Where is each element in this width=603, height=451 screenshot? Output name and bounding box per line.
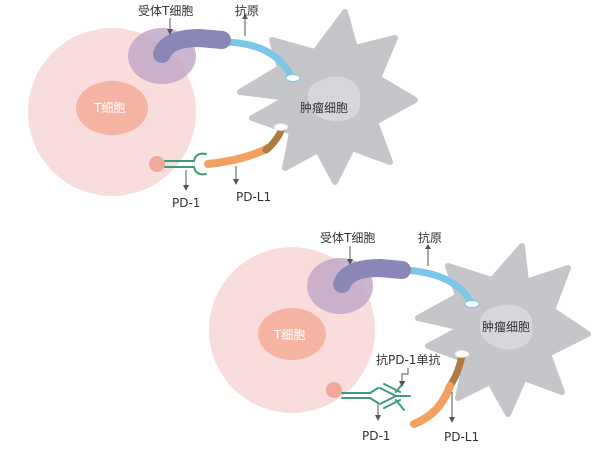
antigen-label-bottom: 抗原	[418, 230, 442, 245]
pd1-label-top: PD-1	[172, 196, 200, 210]
receptor-bottom	[333, 258, 411, 293]
tumor-label-top: 肿瘤细胞	[300, 100, 348, 115]
receptor-top	[153, 28, 231, 63]
t-cell-label-bottom: T细胞	[273, 328, 305, 342]
pd1-receptor-bottom	[341, 387, 379, 404]
t-cell-label-top: T细胞	[93, 101, 125, 115]
pd1-receptor-top	[164, 152, 207, 176]
t-cell-nucleus-top	[76, 81, 148, 135]
pdl1-top	[204, 144, 272, 168]
panel-bottom: 肿瘤细胞 T细胞	[209, 230, 591, 444]
pd1-dot-top	[149, 156, 165, 172]
antibody-label-bottom: 抗PD-1单抗	[376, 352, 440, 367]
t-cell-nucleus-bottom	[258, 308, 326, 360]
pdl1-tip-top	[273, 123, 289, 131]
antigen-arrowhead-bottom	[425, 244, 431, 249]
antigen-arrowhead-top	[242, 14, 248, 19]
pdl1-label-bottom: PD-L1	[444, 430, 479, 444]
antigen-tip-top	[285, 74, 301, 82]
antibody-bottom	[379, 381, 411, 411]
pdl1-tip-bottom	[454, 350, 470, 358]
antigen-label-top: 抗原	[235, 3, 259, 18]
pd1-dot-bottom	[326, 382, 342, 398]
pdl1-stem-top	[262, 124, 286, 154]
pdl1-label-top: PD-L1	[236, 190, 271, 204]
antigen-top	[218, 38, 296, 82]
tumor-nucleus-top	[307, 76, 361, 122]
receptor-label-top: 受体T细胞	[138, 4, 193, 18]
panel-top: 肿瘤细胞 T细胞 受体T细胞 抗原 PD-1 PD	[28, 3, 418, 210]
pdl1-bottom	[410, 382, 454, 428]
antigen-tip-bottom	[464, 300, 480, 308]
antibody-arrow-bottom	[399, 368, 409, 387]
antigen-bottom	[398, 266, 476, 308]
pd1-label-bottom: PD-1	[362, 429, 390, 443]
tumor-nucleus-bottom	[479, 304, 533, 350]
tumor-label-bottom: 肿瘤细胞	[482, 319, 530, 334]
receptor-label-bottom: 受体T细胞	[320, 231, 375, 245]
